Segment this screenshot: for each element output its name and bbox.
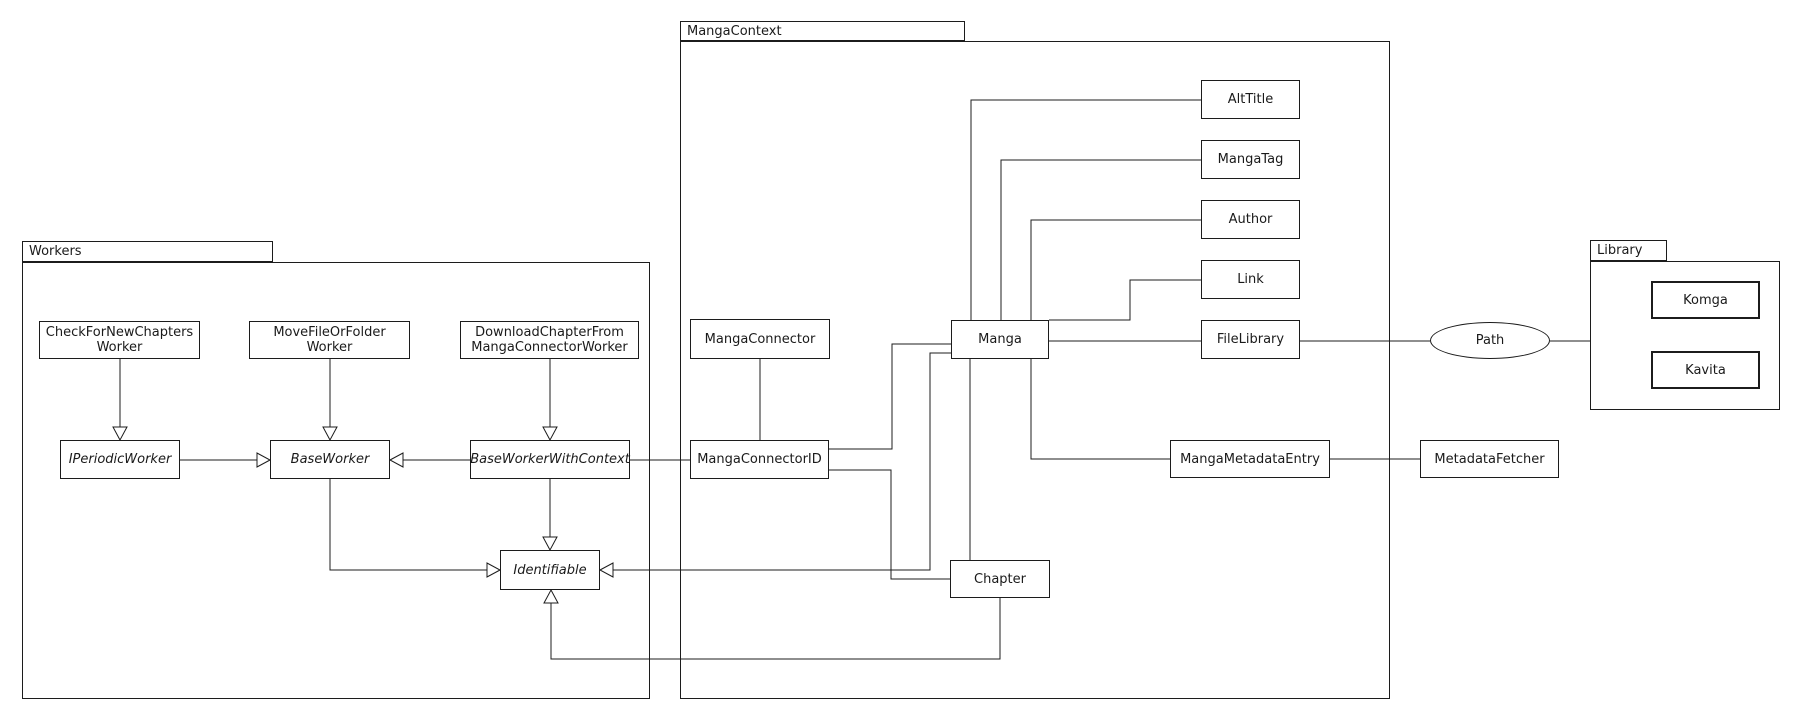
node-identifiable: Identifiable <box>500 550 600 590</box>
kavita-label: Kavita <box>1685 362 1726 378</box>
path-label: Path <box>1475 333 1505 348</box>
komga-label: Komga <box>1683 292 1728 308</box>
edge-manga-connector-id-to-manga <box>829 343 951 450</box>
move-file-or-folder-worker-label: MoveFileOrFolder <box>273 325 386 340</box>
arrowhead-chapter-to-identifiable <box>543 588 559 604</box>
node-manga-connector: MangaConnector <box>690 319 830 359</box>
node-manga: Manga <box>951 320 1049 359</box>
arrowhead-move-file-or-folder-worker-to-base-worker <box>322 426 338 442</box>
alt-title-label: AltTitle <box>1227 92 1274 107</box>
edge-manga-to-link <box>1049 279 1201 321</box>
node-iperiodic-worker: IPeriodicWorker <box>60 440 180 479</box>
node-base-worker-with-context: BaseWorkerWithContext <box>470 440 630 479</box>
iperiodic-worker-label: IPeriodicWorker <box>68 452 172 467</box>
node-manga-tag: MangaTag <box>1201 140 1300 179</box>
manga-tag-label: MangaTag <box>1217 152 1284 167</box>
check-for-new-chapters-worker-label: CheckForNewChapters <box>45 325 194 340</box>
workers-package-tab: Workers <box>22 241 273 262</box>
download-chapter-from-manga-connector-worker-label: MangaConnectorWorker <box>471 340 628 355</box>
node-metadata-fetcher: MetadataFetcher <box>1420 440 1559 478</box>
edge-manga-to-manga-metadata-entry <box>1030 359 1170 460</box>
node-manga-connector-id: MangaConnectorID <box>690 440 829 479</box>
identifiable-label: Identifiable <box>513 562 587 578</box>
manga-context-package-tab: MangaContext <box>680 21 965 41</box>
metadata-fetcher-label: MetadataFetcher <box>1434 451 1545 467</box>
move-file-or-folder-worker-label: Worker <box>306 340 353 355</box>
node-link: Link <box>1201 260 1300 299</box>
arrowhead-base-worker-to-identifiable <box>486 562 502 578</box>
arrowhead-check-for-new-chapters-worker-to-iperiodic-worker <box>112 426 128 442</box>
node-manga-metadata-entry: MangaMetadataEntry <box>1170 440 1330 478</box>
workers-package-label: Workers <box>29 244 82 259</box>
edge-manga-connector-id-to-chapter <box>829 469 950 580</box>
manga-context-package-label: MangaContext <box>687 23 782 39</box>
manga-connector-id-label: MangaConnectorID <box>697 452 822 467</box>
node-author: Author <box>1201 200 1300 239</box>
edge-chapter-to-identifiable <box>550 598 1001 660</box>
manga-metadata-entry-label: MangaMetadataEntry <box>1180 451 1320 467</box>
manga-label: Manga <box>978 332 1022 347</box>
link-label: Link <box>1237 272 1264 287</box>
file-library-label: FileLibrary <box>1216 332 1285 347</box>
node-chapter: Chapter <box>950 560 1050 598</box>
arrowhead-manga-to-identifiable <box>598 562 614 578</box>
check-for-new-chapters-worker-label: Worker <box>96 340 143 355</box>
arrowhead-iperiodic-worker-to-base-worker <box>256 452 272 468</box>
library-package-label: Library <box>1597 243 1643 258</box>
base-worker-label: BaseWorker <box>290 452 370 467</box>
edge-manga-to-author <box>1030 219 1201 320</box>
edge-base-worker-to-identifiable <box>329 479 487 571</box>
library-package-tab: Library <box>1590 240 1667 261</box>
arrowhead-download-chapter-from-manga-connector-worker-to-base-worker-with-context <box>542 426 558 442</box>
node-file-library: FileLibrary <box>1201 320 1300 359</box>
edge-manga-to-alt-title <box>970 99 1201 320</box>
node-komga: Komga <box>1651 281 1760 319</box>
node-base-worker: BaseWorker <box>270 440 390 479</box>
chapter-label: Chapter <box>974 571 1026 587</box>
edge-manga-to-manga-tag <box>1000 159 1201 320</box>
node-alt-title: AltTitle <box>1201 80 1300 119</box>
manga-connector-label: MangaConnector <box>704 331 816 347</box>
edge-manga-to-identifiable <box>613 352 951 571</box>
arrowhead-base-worker-with-context-to-identifiable <box>542 536 558 552</box>
base-worker-with-context-label: BaseWorkerWithContext <box>470 452 630 467</box>
arrowhead-base-worker-with-context-to-base-worker <box>388 452 404 468</box>
download-chapter-from-manga-connector-worker-label: DownloadChapterFrom <box>475 325 624 340</box>
node-path: Path <box>1430 322 1550 359</box>
author-label: Author <box>1228 212 1273 227</box>
node-kavita: Kavita <box>1651 351 1760 389</box>
